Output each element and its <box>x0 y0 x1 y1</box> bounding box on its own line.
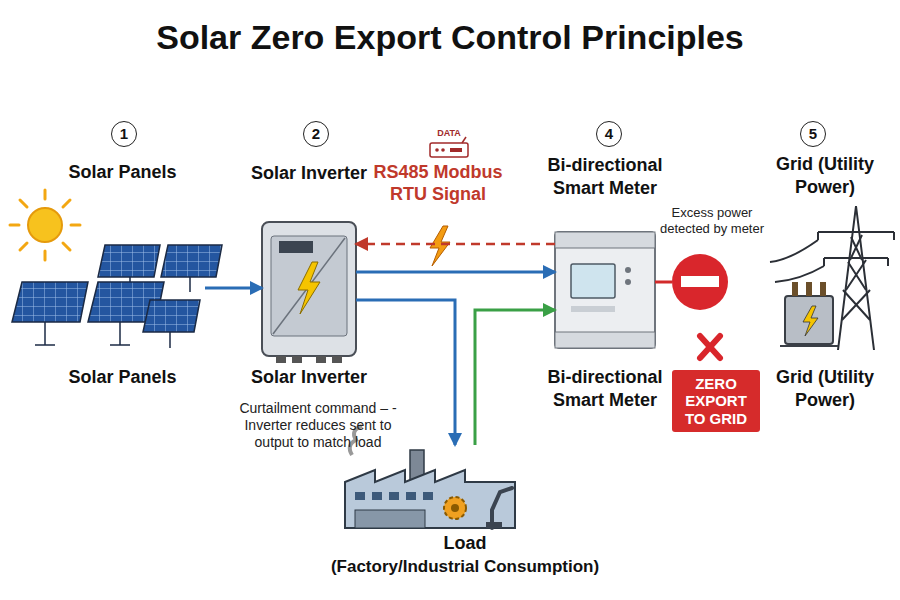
power-tower <box>770 206 894 350</box>
device-node: Load(Factory/Industrial Consumption) <box>380 445 550 530</box>
device-node: Grid (Utility Power)Grid (Utility Power) <box>775 210 875 350</box>
device-label-bottom: Solar Inverter <box>234 366 384 389</box>
device-label-bottom: Solar Panels <box>48 366 198 389</box>
data-tag: DATA <box>429 128 469 139</box>
device-node: Solar InverterSolar Inverter <box>262 222 356 356</box>
device-label-top: Solar Inverter <box>234 162 384 185</box>
device-label-bottom: Bi-directional Smart Meter <box>538 366 673 411</box>
power-flow-arrow <box>475 310 555 445</box>
device-label-top: Bi-directional Smart Meter <box>535 154 675 199</box>
callout-number: 5 <box>800 121 826 147</box>
signal-bolt <box>430 226 450 266</box>
callout-number: 4 <box>596 121 622 147</box>
note-text: Curtailment command – - Inverter reduces… <box>230 400 406 450</box>
signal-line <box>356 243 555 246</box>
solar-panels <box>12 245 222 348</box>
data-icon <box>430 137 468 157</box>
callout-number: 2 <box>303 121 329 147</box>
signal-label: RS485 Modbus RTU Signal <box>368 162 508 205</box>
device-node: Solar PanelsSolar Panels <box>40 200 205 350</box>
transformer <box>780 282 838 346</box>
device-label-bottom: Grid (Utility Power) <box>755 366 895 411</box>
inverter-unit <box>262 222 356 363</box>
power-flow-arrow <box>356 271 555 274</box>
callout-number: 1 <box>111 121 137 147</box>
smart-meter <box>555 232 655 348</box>
no-entry-sign <box>655 254 728 358</box>
device-node: Bi-directional Smart MeterBi-directional… <box>555 232 655 348</box>
alert-text: ZERO EXPORT TO GRID <box>676 375 756 427</box>
device-label-top: Solar Panels <box>48 161 198 184</box>
device-label-bottom: Load <box>425 532 505 555</box>
diagram-title: Solar Zero Export Control Principles <box>0 18 900 57</box>
sun <box>10 190 80 260</box>
note-text: Excess power detected by meter <box>654 205 770 236</box>
device-label-bottom: (Factory/Industrial Consumption) <box>315 556 615 577</box>
alert-box: ZERO EXPORT TO GRID <box>672 370 760 432</box>
device-label-top: Grid (Utility Power) <box>755 153 895 198</box>
power-flow-arrow <box>205 287 262 290</box>
